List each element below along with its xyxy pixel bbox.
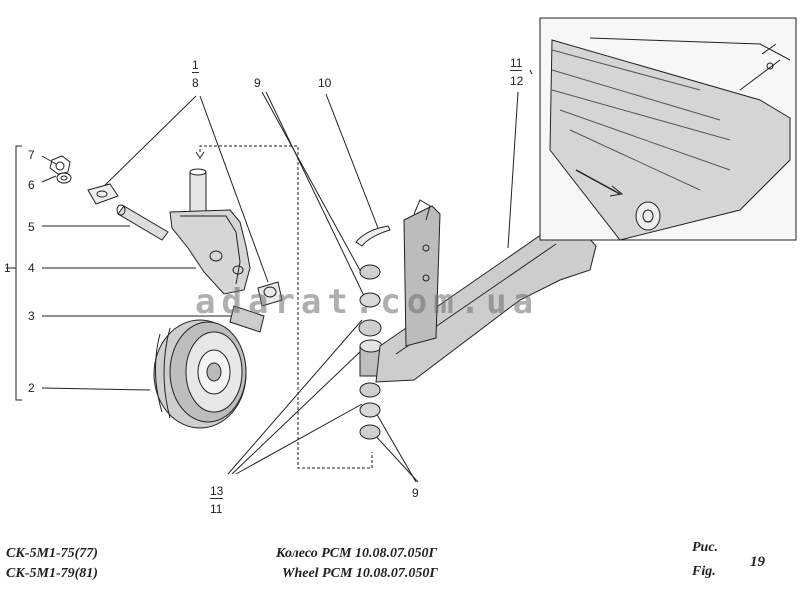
callout-4: 4 (28, 261, 35, 275)
title-russian: Колесо РСМ 10.08.07.050Г (276, 546, 437, 561)
part-plate-8 (87, 183, 119, 205)
callout-7: 7 (28, 148, 35, 162)
callout-12: 12 (510, 74, 524, 88)
callout-9-bottom: 9 (412, 486, 419, 500)
leader-6 (41, 175, 57, 183)
part-cotter-pin-10 (355, 225, 391, 247)
callout-11-bottom: 11 (210, 502, 223, 516)
callout-11-top: 11 (510, 56, 523, 71)
figure-label-english: Fig. (692, 564, 716, 579)
figure-label-russian: Рис. (692, 540, 719, 555)
part-wheel-2 (153, 319, 247, 429)
part-bushing-1 (257, 281, 283, 307)
inset-overview (529, 17, 797, 241)
model-code-2: СК-5М1-79(81) (6, 566, 98, 581)
assembly-bracket-left (15, 145, 22, 401)
title-english: Wheel РСМ 10.08.07.050Г (282, 566, 438, 581)
callout-1-top: 1 (192, 58, 199, 73)
callout-3: 3 (28, 309, 35, 323)
part-washer-6 (56, 172, 72, 184)
callout-6: 6 (28, 178, 35, 192)
leader-7 (41, 155, 57, 165)
part-bracket-4 (169, 168, 251, 295)
part-arm-11 (375, 199, 597, 383)
watermark-text: adarat.com.ua (195, 282, 540, 322)
callout-2: 2 (28, 381, 35, 395)
part-bolt-3 (229, 305, 265, 333)
model-code-1: СК-5М1-75(77) (6, 546, 98, 561)
callout-10: 10 (318, 76, 332, 90)
callout-8: 8 (192, 76, 199, 90)
callout-13: 13 (210, 484, 224, 499)
part-nut-7 (49, 155, 71, 175)
callout-9-top: 9 (254, 76, 261, 90)
part-pin-5 (116, 204, 169, 241)
assembly-axis (199, 145, 373, 469)
figure-number: 19 (750, 554, 765, 570)
leader-2 (41, 387, 151, 391)
part-bearing-stack-9 (358, 264, 383, 440)
callout-1-left: 1 (4, 261, 11, 275)
callout-5: 5 (28, 220, 35, 234)
